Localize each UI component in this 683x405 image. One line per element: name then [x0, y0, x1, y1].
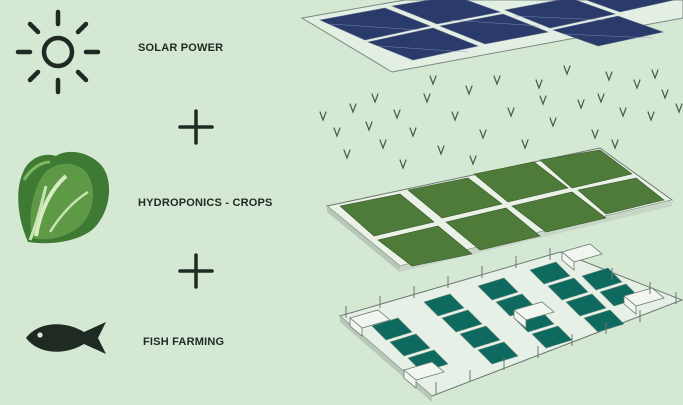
solar-power-label: SOLAR POWER: [138, 42, 224, 54]
crop-sprouts: [319, 65, 683, 170]
plus-icon: [178, 109, 214, 145]
plus-icon: [178, 253, 214, 289]
sun-icon: [15, 9, 101, 95]
crop-bed-layer: [325, 147, 674, 272]
lettuce-icon: [18, 151, 110, 244]
fish-farming-label: FISH FARMING: [143, 336, 225, 348]
fish-icon: [26, 322, 106, 354]
hydroponics-crops-label: HYDROPONICS - CROPS: [138, 197, 273, 209]
fish-tank-layer: [338, 243, 683, 402]
solar-panel-layer: [300, 0, 683, 73]
